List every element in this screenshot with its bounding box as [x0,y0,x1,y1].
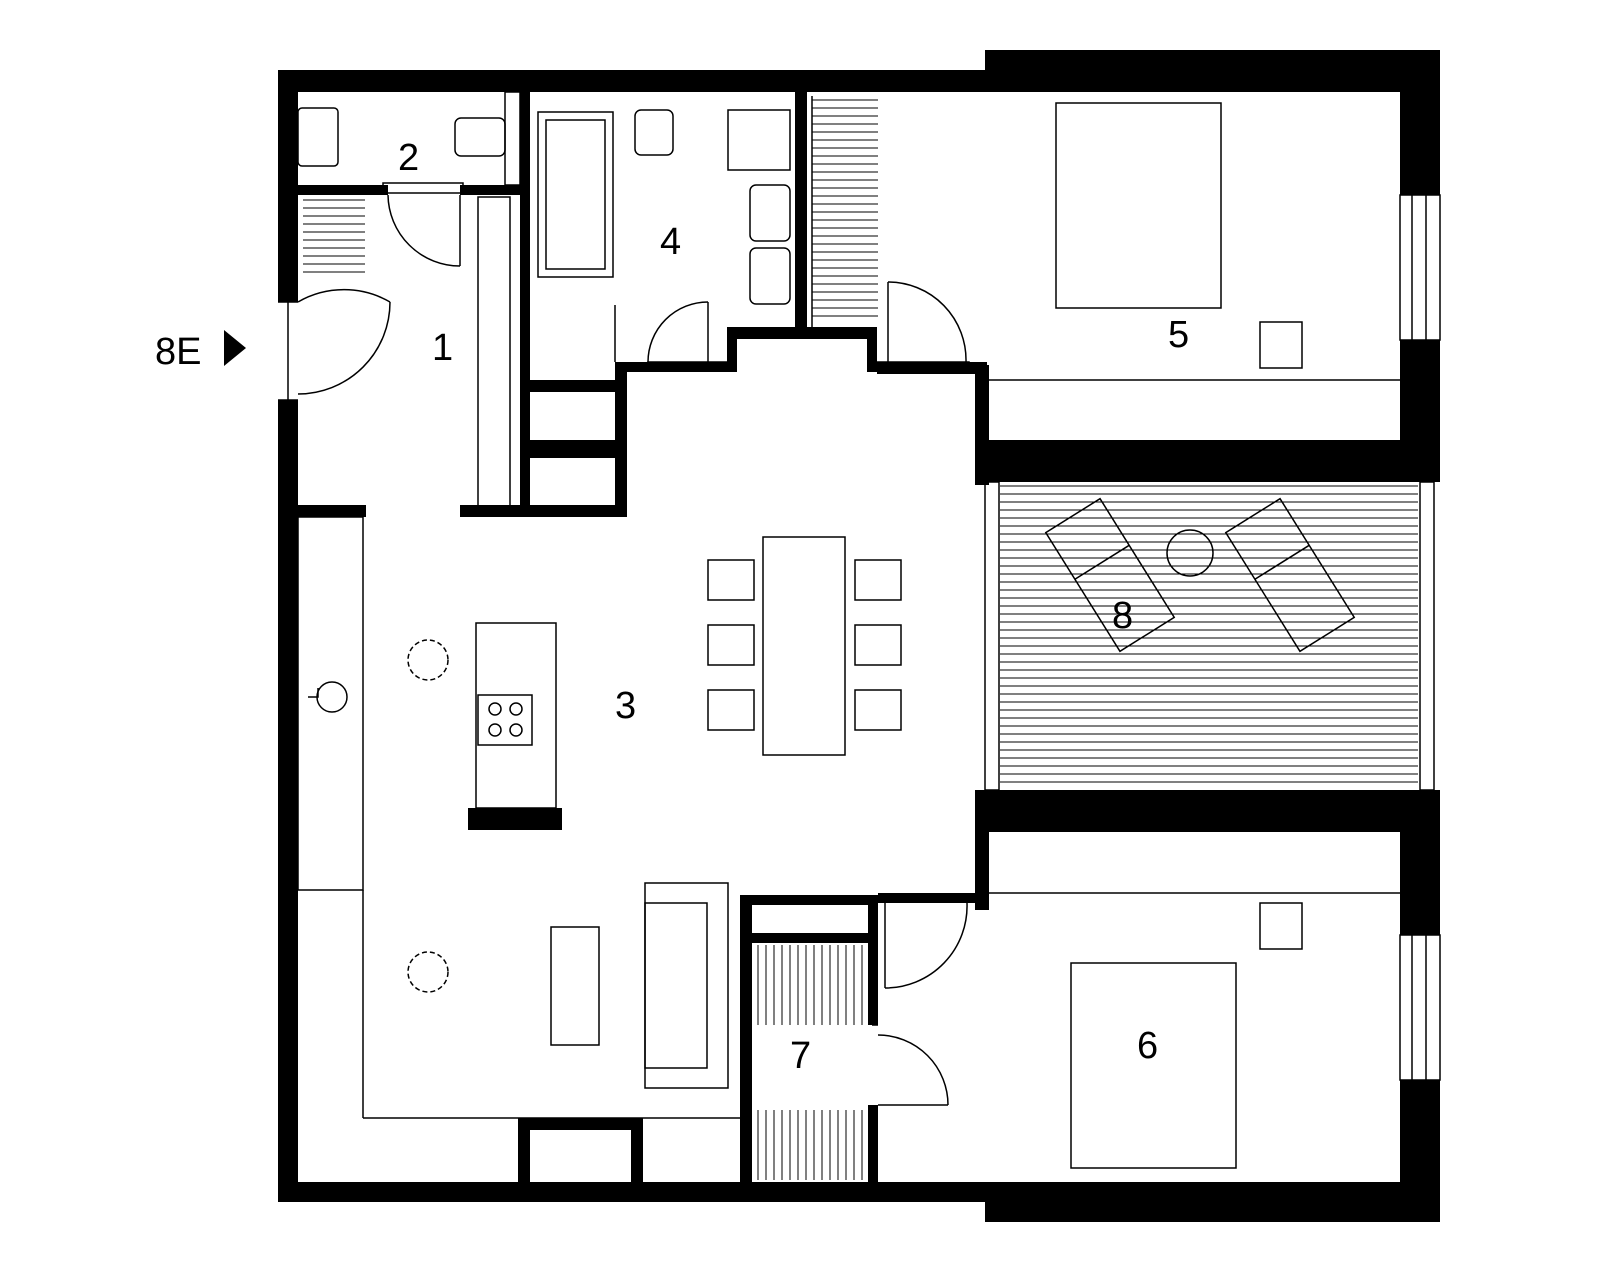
bathroom-4-fixtures [537,109,791,371]
corridor-7 [872,1024,949,1106]
windows [278,194,1441,1081]
wardrobe-hatch-bedroom5 [812,99,878,317]
room-label-3: 3 [615,685,636,727]
dining-set [707,536,902,756]
wardrobe-hatch-entry [303,199,365,273]
room-label-5: 5 [1168,314,1189,356]
kitchen [297,516,740,1119]
storage-hatch-lower [757,1110,863,1180]
living-furniture [550,882,729,1089]
room-labels: 1 2 3 4 5 6 7 8 [398,137,1189,1077]
terrace-decking [1000,485,1418,783]
bathroom-2-fixtures [297,91,521,267]
walls [278,50,1440,1222]
bedroom-5-furniture [811,96,1400,381]
storage-hatch-upper [757,945,863,1025]
entrance-marker: 8E [155,330,246,373]
room-label-4: 4 [660,221,681,263]
entrance-label: 8E [155,331,201,373]
room-label-1: 1 [432,327,453,369]
entry-partition [477,196,511,510]
entry-door[interactable] [297,288,391,395]
room-label-7: 7 [790,1035,811,1077]
bedroom-6-furniture [884,892,1400,1169]
room-label-6: 6 [1137,1025,1158,1067]
room-label-2: 2 [398,137,419,179]
terrace-furniture [1044,497,1356,653]
entrance-arrow-icon [224,330,246,366]
room-label-8: 8 [1112,595,1133,637]
